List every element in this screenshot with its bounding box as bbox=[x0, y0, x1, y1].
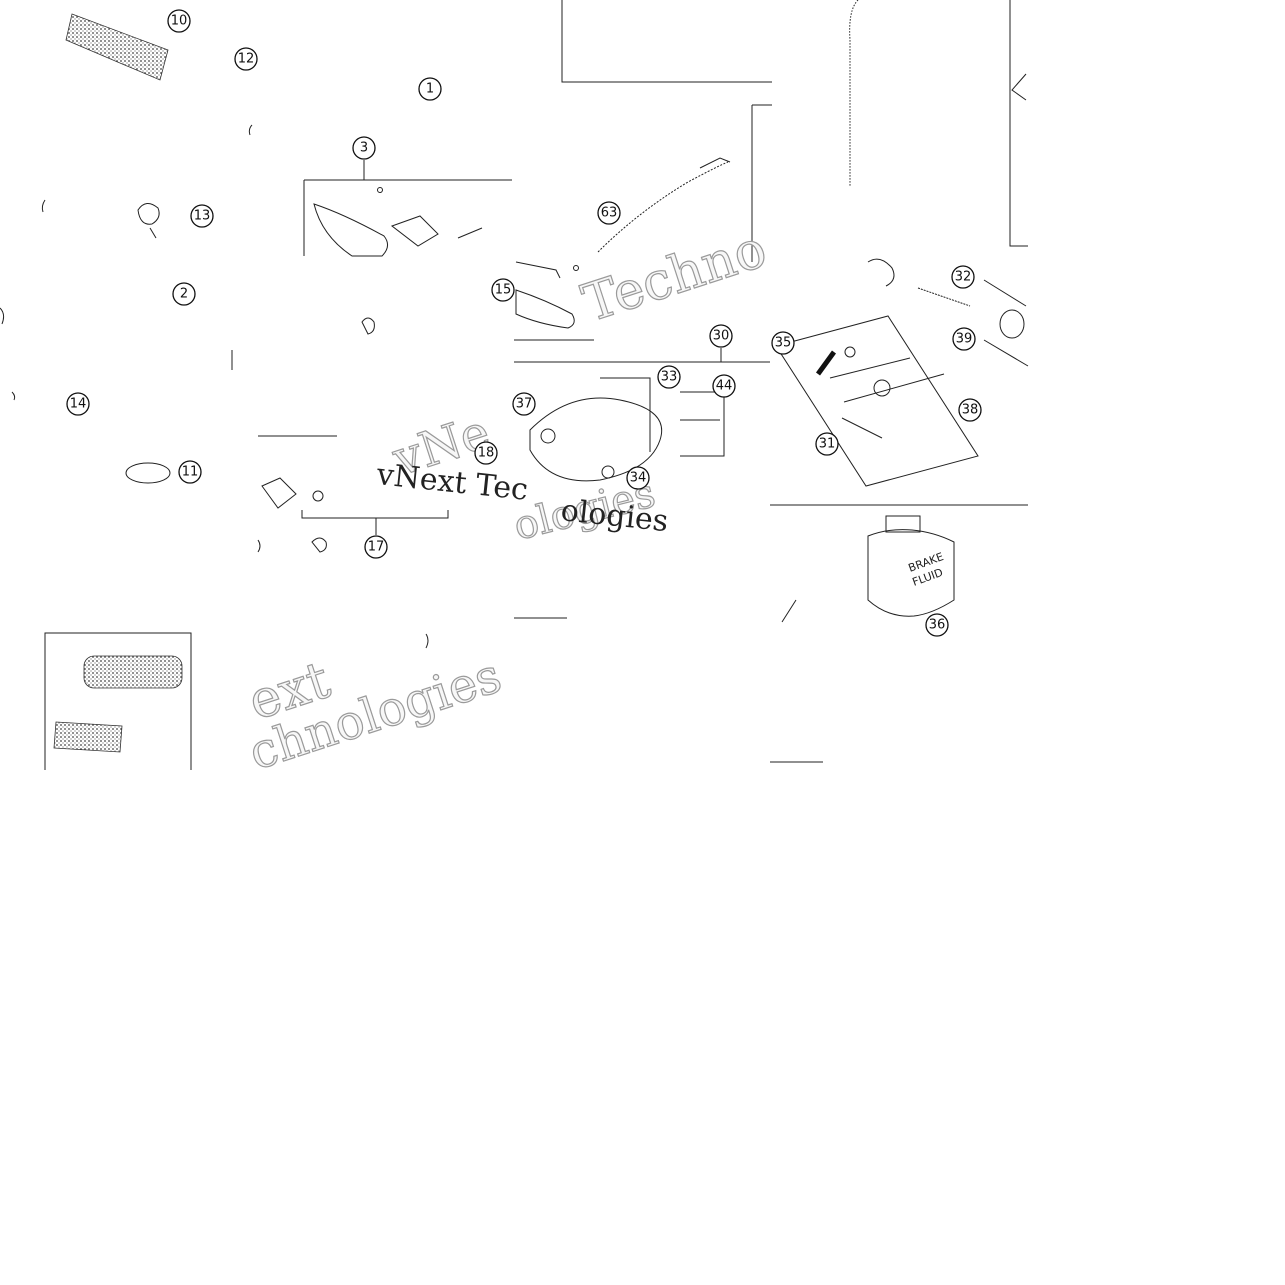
svg-text:14: 14 bbox=[70, 397, 87, 412]
svg-text:11: 11 bbox=[182, 465, 199, 480]
svg-text:34: 34 bbox=[630, 471, 647, 486]
svg-text:12: 12 bbox=[238, 52, 255, 67]
svg-text:10: 10 bbox=[171, 14, 188, 29]
callout-18: 18 bbox=[474, 441, 498, 465]
callout-2: 2 bbox=[172, 282, 196, 306]
callouts: 10 12 1 3 13 2 14 11 63 15 30 33 44 37 3… bbox=[66, 9, 982, 637]
callout-17: 17 bbox=[364, 535, 388, 559]
svg-text:1: 1 bbox=[426, 82, 434, 97]
svg-text:37: 37 bbox=[516, 397, 533, 412]
callout-3: 3 bbox=[352, 136, 376, 160]
svg-text:32: 32 bbox=[955, 270, 972, 285]
svg-text:17: 17 bbox=[368, 540, 385, 555]
brake-fluid-bottle: BRAKE FLUID bbox=[867, 515, 955, 617]
callout-10: 10 bbox=[167, 9, 191, 33]
callout-44: 44 bbox=[712, 374, 736, 398]
callout-13: 13 bbox=[190, 204, 214, 228]
callout-38: 38 bbox=[958, 398, 982, 422]
callout-36: 36 bbox=[925, 613, 949, 637]
panel-frames bbox=[44, 0, 1028, 770]
grip-top bbox=[65, 13, 169, 81]
callout-30: 30 bbox=[709, 324, 733, 348]
callout-11: 11 bbox=[178, 460, 202, 484]
svg-text:2: 2 bbox=[180, 287, 188, 302]
grip-parts bbox=[53, 13, 183, 753]
watermark-techno: Techno bbox=[575, 219, 773, 334]
svg-text:63: 63 bbox=[601, 206, 618, 221]
callout-14: 14 bbox=[66, 392, 90, 416]
callout-35: 35 bbox=[771, 331, 795, 355]
callout-32: 32 bbox=[951, 265, 975, 289]
callout-37: 37 bbox=[512, 392, 536, 416]
svg-text:44: 44 bbox=[716, 379, 733, 394]
svg-text:39: 39 bbox=[956, 332, 973, 347]
svg-text:33: 33 bbox=[661, 370, 678, 385]
hardware-sketch bbox=[0, 0, 1029, 649]
svg-text:30: 30 bbox=[713, 329, 730, 344]
callout-12: 12 bbox=[234, 47, 258, 71]
svg-text:13: 13 bbox=[194, 209, 211, 224]
svg-text:38: 38 bbox=[962, 403, 979, 418]
svg-text:35: 35 bbox=[775, 336, 792, 351]
svg-text:31: 31 bbox=[819, 437, 836, 452]
callout-15: 15 bbox=[491, 278, 515, 302]
svg-text:3: 3 bbox=[360, 141, 368, 156]
o-ring bbox=[125, 462, 171, 484]
callout-31: 31 bbox=[815, 432, 839, 456]
callout-34: 34 bbox=[626, 466, 650, 490]
callout-1: 1 bbox=[418, 77, 442, 101]
watermark-vnext-tec: vNext Tec bbox=[374, 457, 530, 508]
callout-33: 33 bbox=[657, 365, 681, 389]
svg-text:15: 15 bbox=[495, 283, 512, 298]
callout-63: 63 bbox=[597, 201, 621, 225]
callout-39: 39 bbox=[952, 327, 976, 351]
grip-inset-1 bbox=[83, 655, 183, 689]
svg-text:36: 36 bbox=[929, 618, 946, 633]
svg-text:18: 18 bbox=[478, 446, 495, 461]
grip-inset-2 bbox=[53, 721, 123, 753]
